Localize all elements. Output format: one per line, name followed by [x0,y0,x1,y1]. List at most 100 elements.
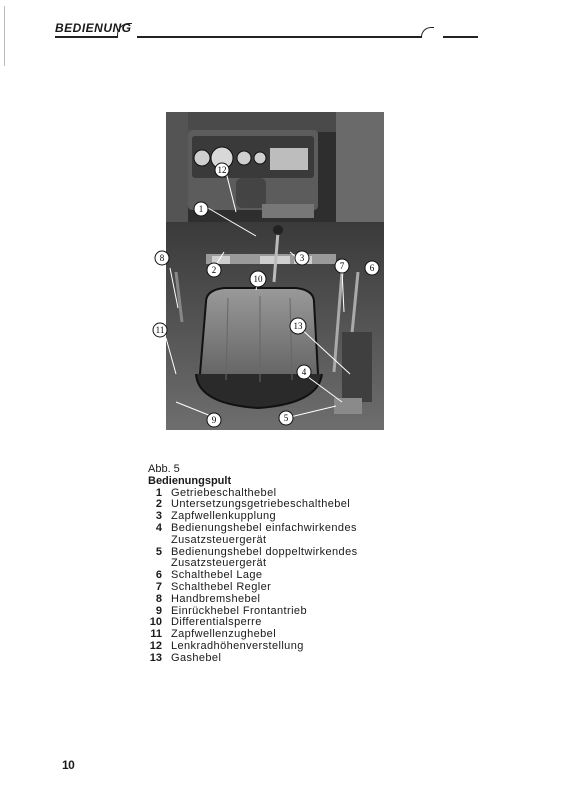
header-ornament [421,27,434,38]
leader-line-4 [303,373,343,403]
figure-number: Abb. 5 [148,463,180,475]
pedal-left [212,256,230,264]
callout-label: 7 [340,261,345,271]
callout-label: 6 [370,263,375,273]
tractor-cab-photo: 12 1 8 2 10 3 7 6 11 13 4 9 5 [152,112,384,430]
callout-2: 2 [206,262,222,278]
section-header: BEDIENUNG [55,18,535,48]
legend-number: 3 [155,510,162,523]
callout-label: 5 [284,413,289,423]
legend-number: 1 [155,486,162,499]
legend-number: 5 [155,545,162,558]
legend-number: 11 [150,628,162,641]
callout-3: 3 [294,250,310,266]
handbrake-lever [174,271,184,323]
legend-text: Schalthebel Regler [171,580,272,593]
photo-illustration: 12 1 8 2 10 3 7 6 11 13 4 9 5 [152,112,384,430]
legend-number: 6 [155,569,162,582]
parts-legend: 1 Getriebeschalthebel 2 Untersetzungsgetri… [148,486,448,665]
legend-text: Einrückhebel Frontantrieb [171,604,307,617]
legend-text: Zapfwellenkupplung [171,510,277,523]
leader-line-11 [165,337,177,375]
legend-number: 4 [155,521,162,534]
callout-9: 9 [206,412,222,428]
legend-text: Untersetzungsgetriebeschalthebel [171,498,351,511]
callout-11: 11 [152,322,168,338]
callout-4: 4 [296,364,312,380]
legend-item: 12 Lenkradhöhenverstellung [148,639,448,653]
legend-item: 2 Untersetzungsgetriebeschalthebel [148,499,448,511]
legend-number: 12 [149,639,162,652]
legend-number: 10 [149,616,162,629]
header-rule [443,36,478,38]
callout-5: 5 [278,410,294,426]
callout-label: 2 [212,265,217,275]
legend-text: Gashebel [171,651,222,664]
hydraulic-levers [334,398,362,414]
legend-item: 5 Bedienungshebel doppeltwirkendes Zusatz… [148,545,448,571]
gauge-mid [236,150,252,166]
legend-text: Differentialsperre [171,616,262,629]
header-ornament [117,23,132,38]
legend-item: 8 Handbremshebel [148,592,448,606]
callout-7: 7 [334,258,350,274]
cab-right-wall [336,112,384,222]
leader-line-12 [225,171,237,213]
legend-item: 3 Zapfwellenkupplung [148,510,448,523]
legend-item: 6 Schalthebel Lage [148,569,448,582]
legend-number: 9 [155,604,162,617]
header-rule [55,36,117,38]
gear-lever-knob [273,225,283,235]
callout-label: 1 [199,204,204,214]
lower-dash [262,204,314,218]
callout-label: 13 [294,321,304,331]
legend-item: 1 Getriebeschalthebel [148,486,448,500]
legend-text: Schalthebel Lage [171,569,263,582]
cab-roof [166,112,384,132]
legend-text: Getriebeschalthebel [171,486,277,499]
gauge-right [253,151,267,165]
switch-panel [270,148,308,170]
steering-column [236,178,266,208]
legend-number: 8 [155,592,162,605]
callout-label: 11 [156,325,165,335]
callout-8: 8 [154,250,170,266]
legend-text: Handbremshebel [171,592,261,605]
legend-number: 13 [149,651,162,664]
gauge-left [193,149,211,167]
section-title: BEDIENUNG [55,21,132,35]
callout-13: 13 [289,317,307,335]
legend-text: Bedienungshebel doppeltwirkendes Zusatzs… [171,545,358,570]
seat-cushion [195,373,323,410]
callout-label: 12 [218,165,227,175]
seat-seam [225,297,229,381]
leader-line-7 [341,269,345,313]
right-console [342,332,372,402]
legend-text: Bedienungshebel einfachwirkendes Zusatzs… [171,521,357,546]
control-lever-7 [332,271,344,373]
leader-line-5 [285,405,337,419]
legend-number: 2 [155,498,162,511]
callout-10: 10 [249,270,267,288]
callout-12: 12 [214,162,230,178]
callout-label: 10 [254,274,264,284]
legend-item: 9 Einrückhebel Frontantrieb [148,604,448,618]
legend-item: 13 Gashebel [148,651,448,665]
legend-item: 4 Bedienungshebel einfachwirkendes Zusatz… [148,521,448,547]
legend-number: 7 [155,580,162,593]
callout-label: 8 [160,253,165,263]
callout-6: 6 [364,260,380,276]
legend-item: 7 Schalthebel Regler [148,580,448,594]
legend-text: Lenkradhöhenverstellung [171,639,304,652]
header-rule [137,36,422,38]
leader-line-13 [297,325,351,375]
callout-1: 1 [193,201,209,217]
leader-line-1 [207,207,257,237]
callout-label: 9 [212,415,217,425]
page-number: 10 [62,758,75,772]
legend-item: 10 Differentialsperre [148,617,448,629]
callout-label: 3 [300,253,305,263]
